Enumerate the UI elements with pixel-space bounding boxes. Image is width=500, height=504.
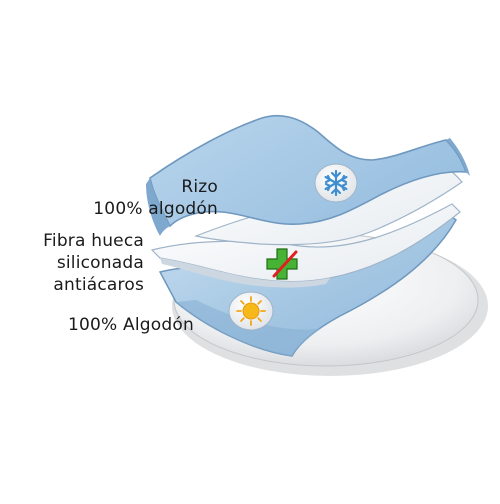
snowflake-badge	[314, 163, 358, 203]
label-top-line1: Rizo	[181, 177, 218, 197]
green-cross-icon	[266, 248, 298, 280]
snowflake-icon	[324, 169, 348, 197]
green-cross-badge	[266, 248, 298, 280]
label-middle: Fibra hueca siliconada antiácaros	[43, 230, 144, 296]
sun-badge	[228, 291, 274, 331]
sun-icon	[236, 296, 266, 326]
top-layer	[146, 114, 470, 246]
label-middle-line1: Fibra hueca	[43, 231, 144, 251]
label-middle-line3: antiácaros	[53, 275, 144, 295]
label-bottom: 100% Algodón	[68, 314, 194, 336]
label-middle-line2: siliconada	[56, 253, 144, 273]
label-bottom-line1: 100% Algodón	[68, 315, 194, 335]
label-top: Rizo 100% algodón	[93, 176, 218, 220]
label-top-line2: 100% algodón	[93, 199, 218, 219]
